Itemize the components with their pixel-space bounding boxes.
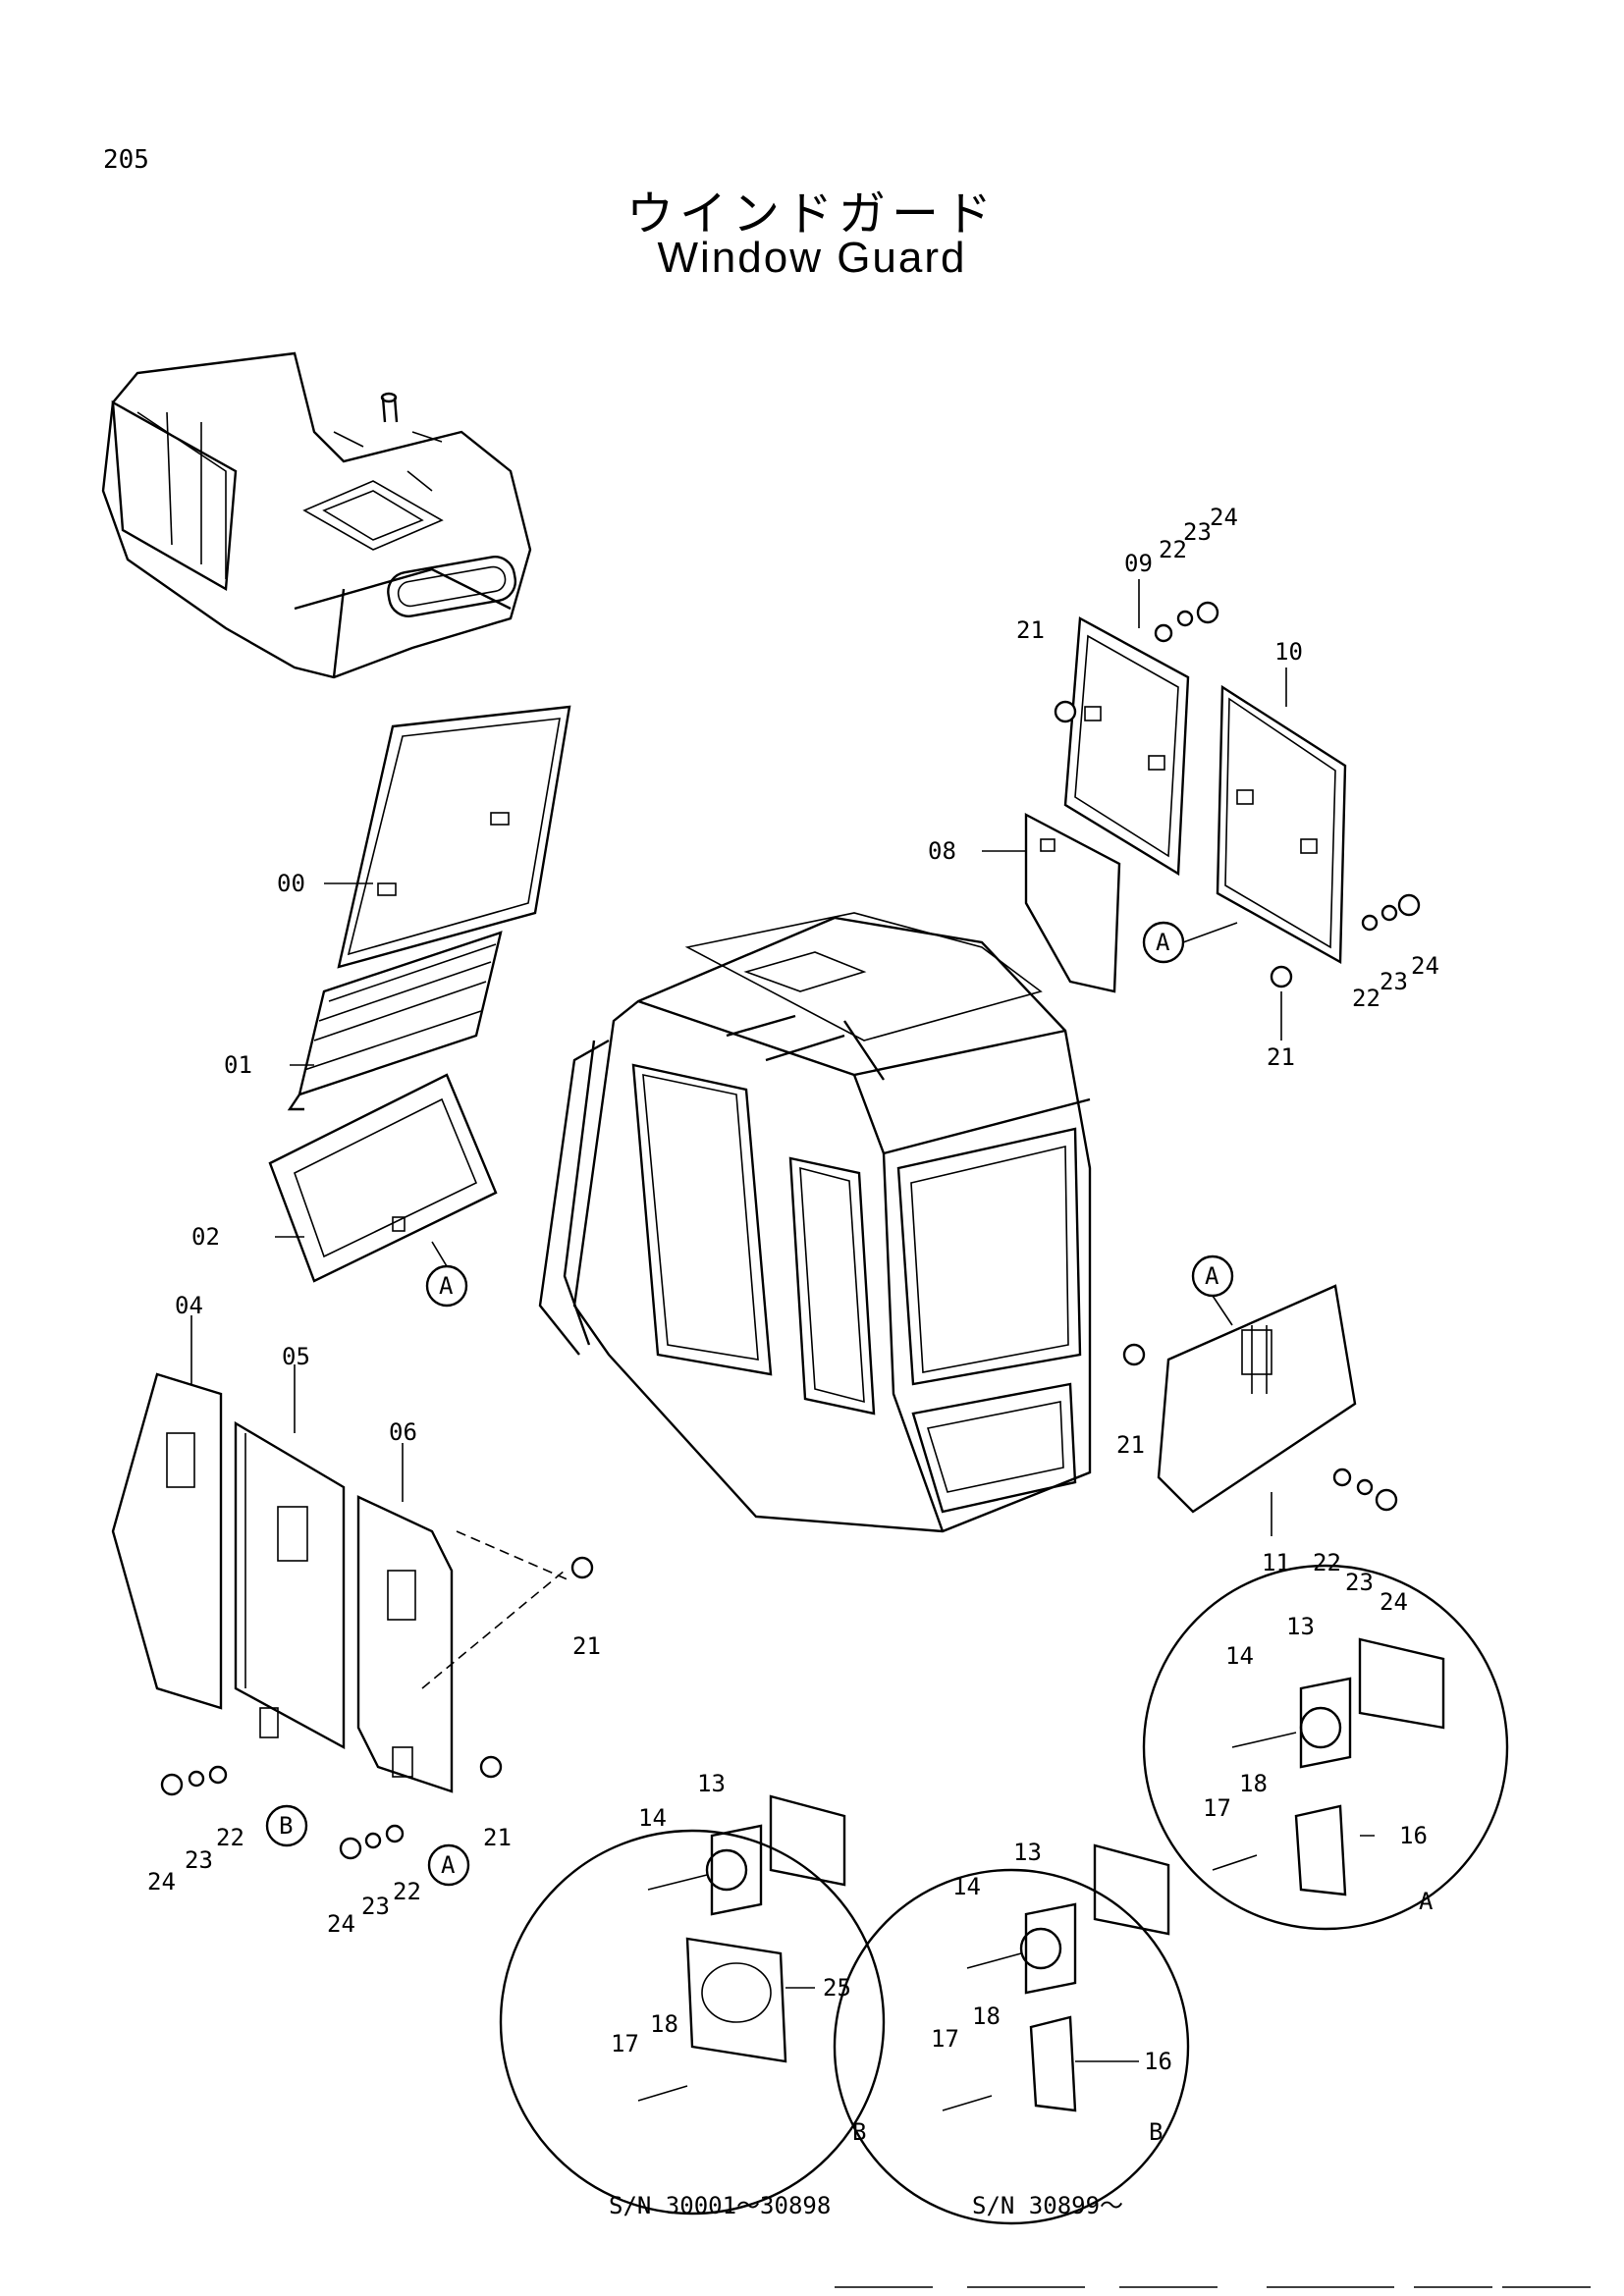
label-21-bottom: 21 [483,1824,512,1851]
detail-circle-b-left [499,1794,886,2216]
callout-b-left: B [279,1812,293,1840]
label-01: 01 [224,1051,252,1079]
part-02-window-frame [268,1073,498,1283]
page-title-english: Window Guard [657,234,967,282]
label-22-bottom: 22 [393,1878,421,1905]
label-23-right: 23 [1380,968,1408,995]
label-17-b-left: 17 [611,2030,639,2057]
callout-a-upper-right: A [1156,929,1170,956]
part-08-panel [1024,813,1121,993]
label-04: 04 [175,1292,203,1319]
label-25-b-left: 25 [823,1974,851,2002]
detail-b-left-letter: B [852,2118,866,2146]
label-00: 00 [277,870,305,897]
label-02: 02 [191,1223,220,1251]
label-10: 10 [1274,638,1303,666]
label-13-a: 13 [1286,1613,1315,1640]
detail-a-letter: A [1419,1888,1434,1915]
part-00-window-guard [337,705,571,969]
part-04-panel [111,1372,223,1710]
label-22-top: 22 [1159,536,1187,563]
cab-main-illustration [538,912,1092,1533]
part-01-window-guard [287,931,503,1111]
callout-markers [265,921,1234,1887]
part-11-cover [1157,1284,1357,1514]
label-11: 11 [1262,1549,1290,1576]
label-21-top: 21 [1016,616,1045,644]
label-24-bottom: 24 [327,1910,355,1938]
label-24-mid: 24 [1380,1588,1408,1616]
serial-range-left: S/N 30001～30898 [609,2192,831,2219]
label-22-right: 22 [1352,985,1380,1012]
label-23-mid: 23 [1345,1569,1374,1596]
label-13-b-left: 13 [697,1770,726,1797]
label-18-b-right: 18 [972,2002,1001,2030]
label-22-mid: 22 [1313,1549,1341,1576]
label-05: 05 [282,1343,310,1370]
label-21-mid: 21 [1116,1431,1145,1459]
label-16-a: 16 [1399,1822,1428,1849]
label-22-lowerleft: 22 [216,1824,244,1851]
part-05-panel [234,1420,346,1750]
label-21-right: 21 [1267,1043,1295,1071]
label-14-b-right: 14 [952,1873,981,1900]
label-13-b-right: 13 [1013,1839,1042,1866]
label-21-lower: 21 [572,1632,601,1660]
serial-range-right: S/N 30899～ [972,2192,1123,2219]
label-23-bottom: 23 [361,1893,390,1920]
detail-circle-a [1142,1564,1509,1931]
part-labels: 00 01 02 04 05 06 08 09 10 11 21 21 21 2… [147,504,1439,2075]
label-09: 09 [1124,550,1153,577]
label-14-a: 14 [1225,1642,1254,1670]
label-14-b-left: 14 [638,1804,667,1832]
page-title-japanese: ウインドガード [625,187,998,241]
callout-a-left: A [439,1272,454,1300]
label-23-top: 23 [1183,518,1212,546]
detail-circle-b-right [833,1843,1190,2225]
detail-b-right-letter: B [1149,2118,1163,2146]
label-17-b-right: 17 [931,2025,959,2053]
leader-lines [190,579,1375,2062]
part-09-panel [1063,616,1190,877]
label-08: 08 [928,837,956,865]
label-23-lowerleft: 23 [185,1846,213,1874]
fasteners [160,601,1421,1860]
callout-a-lower: A [441,1851,456,1879]
label-17-a: 17 [1203,1794,1231,1822]
page-number: 205 [103,145,149,175]
callout-a-right: A [1205,1262,1219,1290]
label-24-lowerleft: 24 [147,1868,176,1896]
part-10-panel [1216,684,1347,965]
label-24-top: 24 [1210,504,1238,531]
callout-letters: A A A B A A B B [279,929,1434,2146]
excavator-overview-illustration [101,351,532,679]
label-24-right: 24 [1411,952,1439,980]
part-06-panel [356,1495,570,1793]
label-06: 06 [389,1418,417,1446]
label-18-a: 18 [1239,1770,1268,1797]
label-18-b-left: 18 [650,2010,678,2038]
label-16-b-right: 16 [1144,2048,1172,2075]
